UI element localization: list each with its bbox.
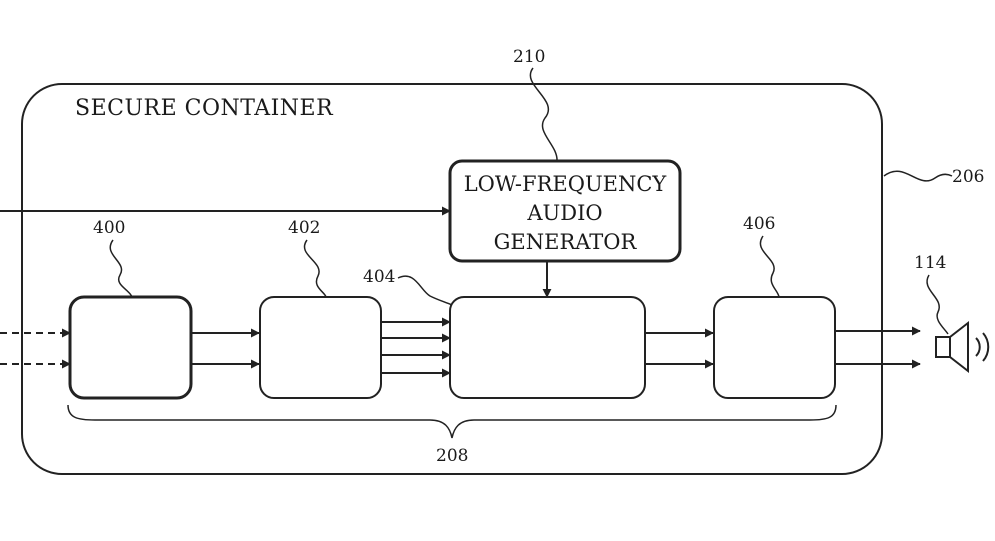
generator-label-line-1: LOW-FREQUENCY — [464, 172, 668, 196]
group-ref: 208 — [436, 446, 468, 466]
speaker-icon — [935, 320, 990, 374]
group-brace — [67, 404, 837, 439]
block-402 — [259, 296, 382, 399]
block-406-leader — [759, 235, 780, 298]
container-leader-line — [883, 170, 953, 182]
block-400-ref: 400 — [93, 218, 125, 238]
generator-ref: 210 — [513, 47, 545, 67]
speaker-ref: 114 — [914, 253, 946, 273]
block-406-ref: 406 — [743, 214, 775, 234]
block-402-leader — [303, 239, 327, 298]
container-ref: 206 — [952, 167, 984, 187]
block-400 — [68, 295, 193, 400]
secure-container-title: SECURE CONTAINER — [75, 96, 334, 121]
generator-label-line-2: AUDIO — [526, 201, 602, 225]
generator-leader-line — [529, 67, 558, 162]
block-404-ref: 404 — [363, 267, 395, 287]
block-406 — [713, 296, 836, 399]
generator-label-line-3: GENERATOR — [494, 230, 638, 254]
block-404 — [449, 296, 646, 399]
block-404-leader — [397, 275, 453, 306]
secure-container-box — [21, 83, 883, 475]
speaker-leader — [926, 274, 949, 335]
block-402-ref: 402 — [288, 218, 320, 238]
block-400-leader — [109, 239, 133, 298]
